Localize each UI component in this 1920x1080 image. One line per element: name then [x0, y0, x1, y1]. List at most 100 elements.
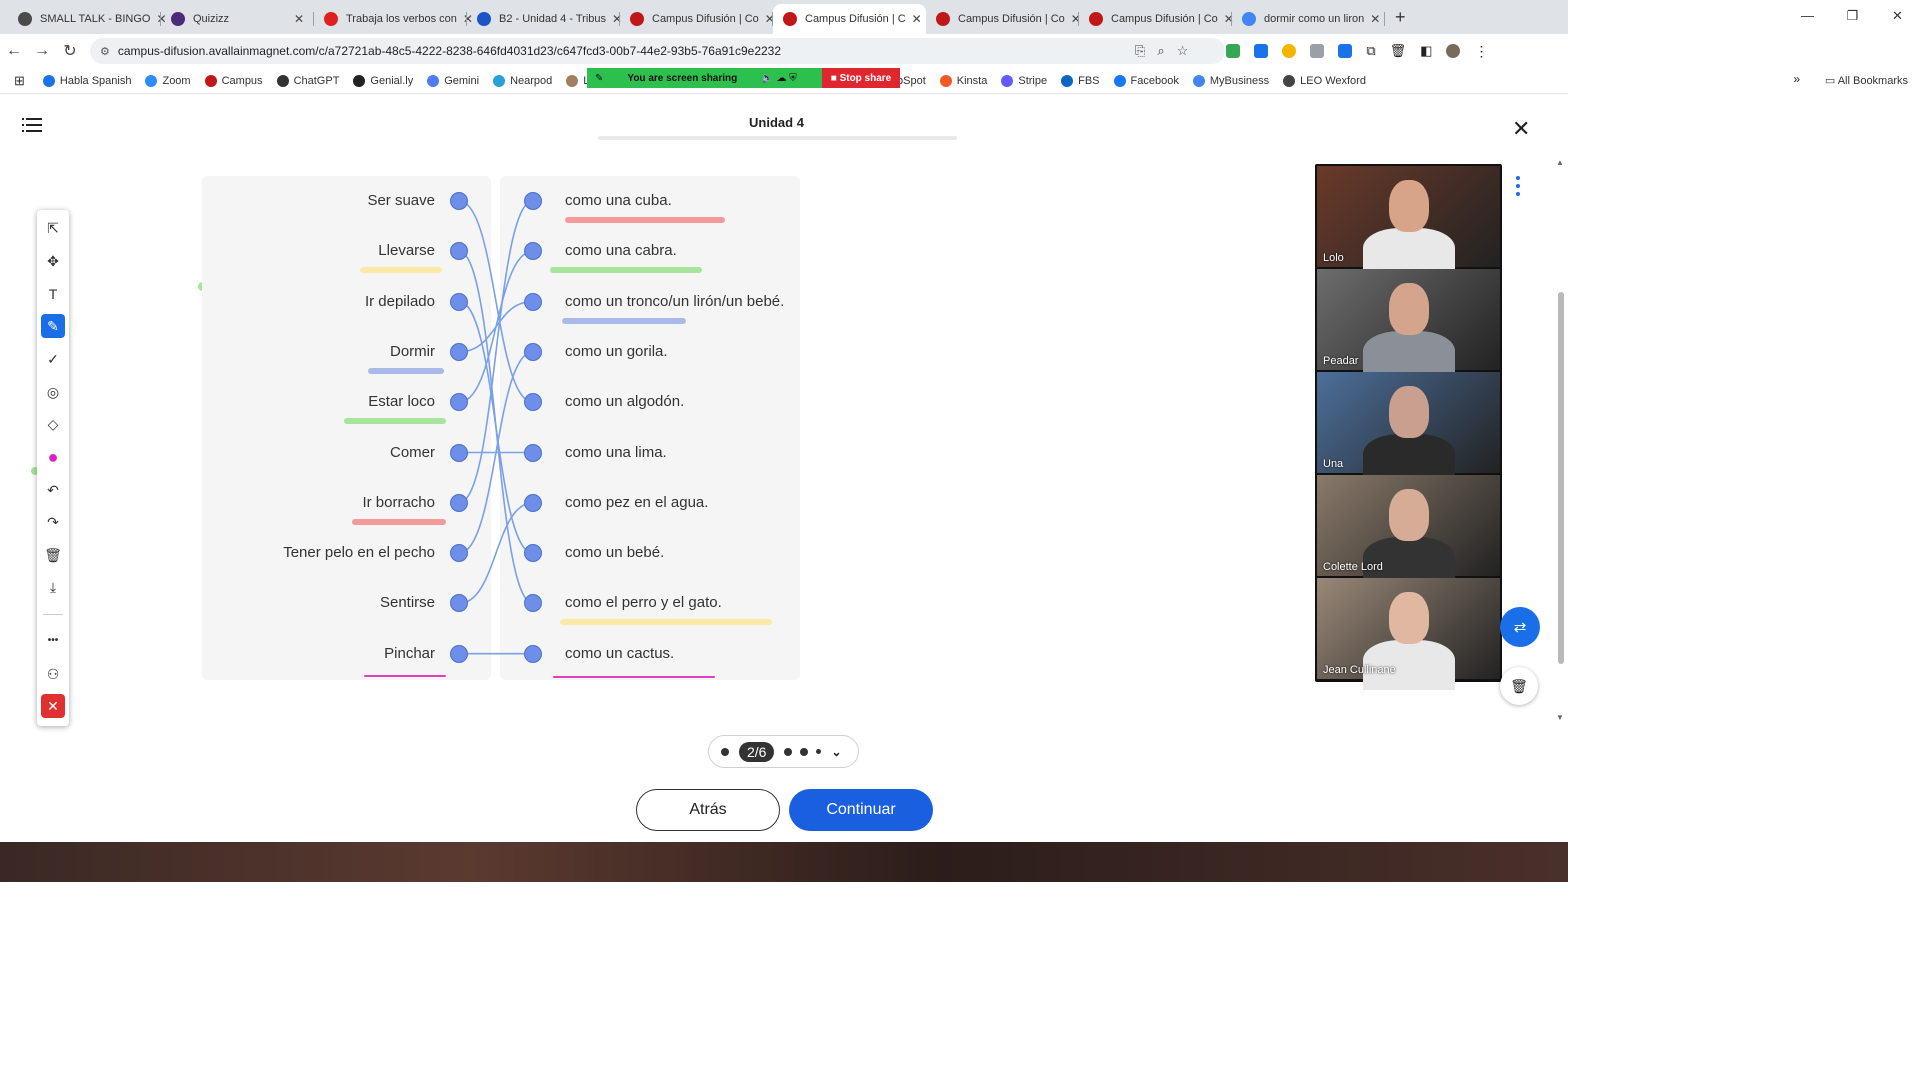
- page-pager[interactable]: 2/6 ⌄: [708, 735, 859, 768]
- browser-tab[interactable]: SMALL TALK - BINGO✕: [8, 4, 167, 34]
- back-icon[interactable]: ←: [6, 42, 22, 59]
- drive-extension-icon[interactable]: [1226, 44, 1241, 58]
- left-connector-dot[interactable]: [450, 242, 468, 261]
- pen-icon[interactable]: ✎: [41, 314, 65, 338]
- clear-icon[interactable]: 🗑: [44, 546, 62, 563]
- trash-extension-icon[interactable]: 🗑: [1389, 43, 1407, 58]
- left-connector-dot[interactable]: [450, 192, 468, 210]
- browser-menu-icon[interactable]: ⋮: [1474, 42, 1489, 59]
- stop-share-button[interactable]: ■ Stop share: [822, 68, 900, 88]
- right-connector-dot[interactable]: [524, 594, 542, 613]
- bookmark-item[interactable]: LEO Wexford: [1283, 74, 1366, 87]
- minimize-icon[interactable]: —: [1801, 8, 1814, 23]
- bookmark-item[interactable]: Stripe: [1001, 74, 1047, 87]
- bookmark-item[interactable]: Genial.ly: [353, 74, 413, 87]
- right-connector-dot[interactable]: [524, 493, 542, 512]
- tab-close-icon[interactable]: ✕: [764, 12, 775, 26]
- browser-tab[interactable]: Campus Difusión | Co✕: [620, 4, 775, 34]
- spotlight-icon[interactable]: ◎: [46, 383, 60, 400]
- bookmark-item[interactable]: Kinsta: [939, 74, 987, 87]
- extension-icon[interactable]: [1254, 44, 1269, 58]
- right-connector-dot[interactable]: [524, 644, 542, 663]
- new-tab-button[interactable]: +: [1395, 7, 1406, 27]
- install-icon[interactable]: ⎘: [1135, 43, 1146, 58]
- extension-icon[interactable]: [1310, 44, 1325, 58]
- bookmark-item[interactable]: Facebook: [1113, 74, 1179, 87]
- browser-tab[interactable]: Quizizz✕: [161, 4, 314, 34]
- text-icon[interactable]: T: [48, 286, 58, 302]
- chevron-down-icon[interactable]: ⌄: [831, 744, 842, 759]
- check-icon[interactable]: ✓: [47, 350, 59, 367]
- bookmark-item[interactable]: Habla Spanish: [42, 74, 131, 87]
- pager-dot[interactable]: [816, 749, 822, 754]
- bookmark-item[interactable]: Zoom: [145, 74, 191, 87]
- close-annotation-icon[interactable]: ✕: [41, 694, 65, 718]
- puzzle-icon[interactable]: ⧉: [1366, 43, 1376, 58]
- color-icon[interactable]: ●: [47, 446, 59, 467]
- left-connector-dot[interactable]: [450, 594, 468, 613]
- browser-tab[interactable]: Campus Difusión | C✕: [773, 4, 926, 34]
- all-bookmarks-button[interactable]: ▭ All Bookmarks: [1825, 74, 1908, 87]
- tab-close-icon[interactable]: ✕: [612, 12, 623, 26]
- participant-video[interactable]: Jean Cullinane: [1317, 578, 1500, 690]
- bookmark-item[interactable]: Nearpod: [493, 74, 552, 87]
- video-more-icon[interactable]: [1516, 176, 1520, 200]
- right-connector-dot[interactable]: [524, 242, 542, 261]
- tab-close-icon[interactable]: ✕: [156, 12, 167, 26]
- continue-button[interactable]: Continuar: [789, 789, 933, 831]
- right-connector-dot[interactable]: [524, 544, 542, 563]
- scroll-down-icon[interactable]: ▼: [1556, 713, 1564, 722]
- url-input[interactable]: ⚙ campus-difusion.avallainmagnet.com/c/a…: [90, 38, 1225, 64]
- eraser-icon[interactable]: ◇: [47, 415, 59, 432]
- left-connector-dot[interactable]: [450, 342, 468, 361]
- pager-dot[interactable]: [721, 747, 729, 756]
- profile-avatar[interactable]: [1446, 44, 1461, 58]
- left-connector-dot[interactable]: [450, 292, 468, 311]
- delete-annotations-button[interactable]: 🗑: [1500, 667, 1538, 705]
- tab-close-icon[interactable]: ✕: [911, 12, 922, 26]
- pager-dot[interactable]: [784, 747, 793, 756]
- bookmark-item[interactable]: ChatGPT: [276, 74, 339, 87]
- back-button[interactable]: Atrás: [636, 789, 780, 831]
- browser-tab[interactable]: Campus Difusión | Co✕: [926, 4, 1081, 34]
- tab-close-icon[interactable]: ✕: [1070, 12, 1081, 26]
- right-connector-dot[interactable]: [524, 393, 542, 412]
- close-window-icon[interactable]: ✕: [1892, 8, 1903, 23]
- apps-icon[interactable]: ⊞: [14, 72, 25, 88]
- forward-icon[interactable]: →: [34, 42, 50, 59]
- right-connector-dot[interactable]: [524, 292, 542, 311]
- site-info-icon[interactable]: ⚙: [100, 45, 110, 58]
- browser-tab[interactable]: B2 - Unidad 4 - Tribus✕: [467, 4, 623, 34]
- bookmarks-overflow-icon[interactable]: »: [1793, 72, 1800, 86]
- move-icon[interactable]: ✥: [47, 252, 59, 269]
- bookmark-item[interactable]: Campus: [204, 74, 263, 87]
- browser-tab[interactable]: Trabaja los verbos con✕: [314, 4, 473, 34]
- pager-dot[interactable]: [800, 747, 809, 756]
- more-icon[interactable]: •••: [47, 634, 59, 646]
- pointer-icon[interactable]: ⇱: [47, 219, 59, 236]
- share-controls-icons[interactable]: 🔈 ☁ ⛨: [761, 72, 797, 84]
- browser-tab[interactable]: Campus Difusión | Co✕: [1079, 4, 1234, 34]
- scroll-thumb[interactable]: [1558, 292, 1564, 664]
- participant-video[interactable]: Una: [1317, 372, 1500, 484]
- participants-icon[interactable]: ⚇: [46, 665, 60, 682]
- scroll-up-icon[interactable]: ▲: [1556, 158, 1564, 167]
- extension-icon[interactable]: [1338, 44, 1353, 58]
- right-connector-dot[interactable]: [524, 192, 542, 210]
- pin-icon[interactable]: ✎: [595, 72, 604, 84]
- menu-list-icon[interactable]: [22, 118, 42, 134]
- extension-icon[interactable]: [1282, 44, 1297, 58]
- bookmark-item[interactable]: FBS: [1061, 74, 1100, 87]
- tab-close-icon[interactable]: ✕: [1223, 12, 1234, 26]
- zoom-icon[interactable]: ⌕: [1157, 43, 1165, 58]
- tab-close-icon[interactable]: ✕: [462, 12, 473, 26]
- participant-video[interactable]: Colette Lord: [1317, 475, 1500, 587]
- side-panel-icon[interactable]: ◧: [1420, 43, 1433, 58]
- left-connector-dot[interactable]: [450, 644, 468, 663]
- left-connector-dot[interactable]: [450, 544, 468, 563]
- tools-fab-button[interactable]: ⇄: [1500, 607, 1540, 647]
- save-icon[interactable]: ⤓: [49, 578, 57, 595]
- bookmark-item[interactable]: Gemini: [427, 74, 479, 87]
- bookmark-item[interactable]: MyBusiness: [1192, 74, 1269, 87]
- left-connector-dot[interactable]: [450, 493, 468, 512]
